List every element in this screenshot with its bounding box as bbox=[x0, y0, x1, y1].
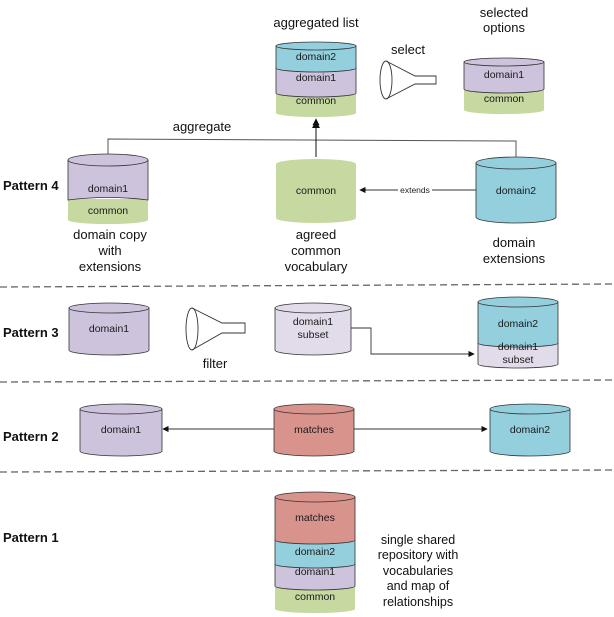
p3-subset-cylinder: domain1 subset bbox=[274, 302, 352, 356]
selected-options-title-line1: selected bbox=[480, 5, 528, 20]
aggregated-layer-domain1: domain1 bbox=[296, 72, 336, 84]
common-caption-1: agreed bbox=[296, 227, 336, 242]
separator-2-1 bbox=[0, 469, 614, 473]
common-caption-2: common bbox=[291, 243, 341, 258]
p2-domain1-cylinder: domain1 bbox=[79, 403, 163, 457]
aggregated-list-title: aggregated list bbox=[273, 15, 359, 30]
p3-subset-label-1: domain1 bbox=[293, 316, 333, 328]
select-funnel-icon bbox=[379, 60, 437, 100]
p2-domain2-label: domain2 bbox=[510, 424, 550, 436]
extends-label: extends bbox=[400, 185, 430, 195]
p1-caption-3: vocabularies bbox=[383, 564, 453, 578]
p1-layer-domain1: domain1 bbox=[295, 566, 335, 578]
selected-options-cylinder: domain1 common bbox=[463, 57, 545, 114]
p3-target-subset-label-1: domain1 bbox=[498, 341, 538, 353]
selected-layer-domain1: domain1 bbox=[484, 69, 524, 81]
p1-layer-matches: matches bbox=[295, 512, 335, 524]
p1-caption-4: and map of bbox=[387, 579, 450, 593]
domain2-caption-1: domain bbox=[493, 235, 536, 250]
p1-layer-common: common bbox=[295, 591, 335, 603]
p1-caption-5: relationships bbox=[383, 595, 453, 609]
domain-copy-caption-3: extensions bbox=[79, 259, 142, 274]
domain-copy-layer-domain1: domain1 bbox=[88, 183, 128, 195]
common-caption-3: vocabulary bbox=[285, 259, 348, 274]
p2-domain2-cylinder: domain2 bbox=[489, 403, 571, 457]
filter-funnel-icon bbox=[185, 307, 246, 351]
aggregated-list-cylinder: domain2 domain1 common bbox=[275, 41, 357, 117]
p3-target-subset-label-2: subset bbox=[503, 354, 534, 366]
domain2-caption-2: extensions bbox=[483, 251, 546, 266]
domain2-extension-label: domain2 bbox=[496, 185, 536, 197]
aggregate-connector bbox=[107, 138, 517, 158]
p2-matches-label: matches bbox=[294, 424, 334, 436]
pattern-3-label: Pattern 3 bbox=[3, 325, 59, 340]
p3-target-cylinder: domain2 domain1 subset bbox=[477, 296, 559, 369]
aggregate-arrowhead-icon bbox=[312, 121, 320, 128]
select-label: select bbox=[391, 42, 425, 57]
domain-copy-caption-2: with bbox=[97, 243, 121, 258]
p3-domain1-label: domain1 bbox=[89, 323, 129, 335]
extends-label-bg bbox=[398, 185, 432, 194]
common-cylinder: common bbox=[276, 159, 356, 223]
common-cylinder-label: common bbox=[296, 185, 336, 197]
domain2-extension-cylinder: domain2 bbox=[475, 156, 557, 224]
p1-caption-1: single shared bbox=[381, 533, 455, 547]
pattern-1-label: Pattern 1 bbox=[3, 530, 59, 545]
separator-4-3 bbox=[0, 283, 614, 288]
domain-copy-caption-1: domain copy bbox=[73, 227, 147, 242]
selected-layer-common: common bbox=[484, 93, 524, 105]
p3-subset-connector bbox=[351, 327, 475, 358]
domain-copy-layer-common: common bbox=[88, 205, 128, 217]
p3-subset-label-2: subset bbox=[298, 329, 329, 341]
domain-copy-cylinder: domain1 common bbox=[67, 153, 149, 224]
filter-label: filter bbox=[203, 356, 228, 371]
p3-target-domain2-label: domain2 bbox=[498, 318, 538, 330]
pattern-2-label: Pattern 2 bbox=[3, 429, 59, 444]
p1-shared-repository-cylinder: matches domain2 domain1 common bbox=[274, 491, 356, 613]
p3-domain1-cylinder: domain1 bbox=[68, 302, 150, 356]
aggregated-layer-domain2: domain2 bbox=[296, 51, 336, 63]
aggregate-label: aggregate bbox=[173, 119, 232, 134]
selected-options-title-line2: options bbox=[483, 20, 525, 35]
p1-caption-2: repository with bbox=[378, 548, 459, 562]
pattern-4-label: Pattern 4 bbox=[3, 178, 59, 193]
p2-domain1-label: domain1 bbox=[101, 424, 141, 436]
separator-3-2 bbox=[0, 379, 614, 383]
aggregated-layer-common: common bbox=[296, 95, 336, 107]
p2-matches-cylinder: matches bbox=[273, 403, 355, 457]
p1-layer-domain2: domain2 bbox=[295, 546, 335, 558]
